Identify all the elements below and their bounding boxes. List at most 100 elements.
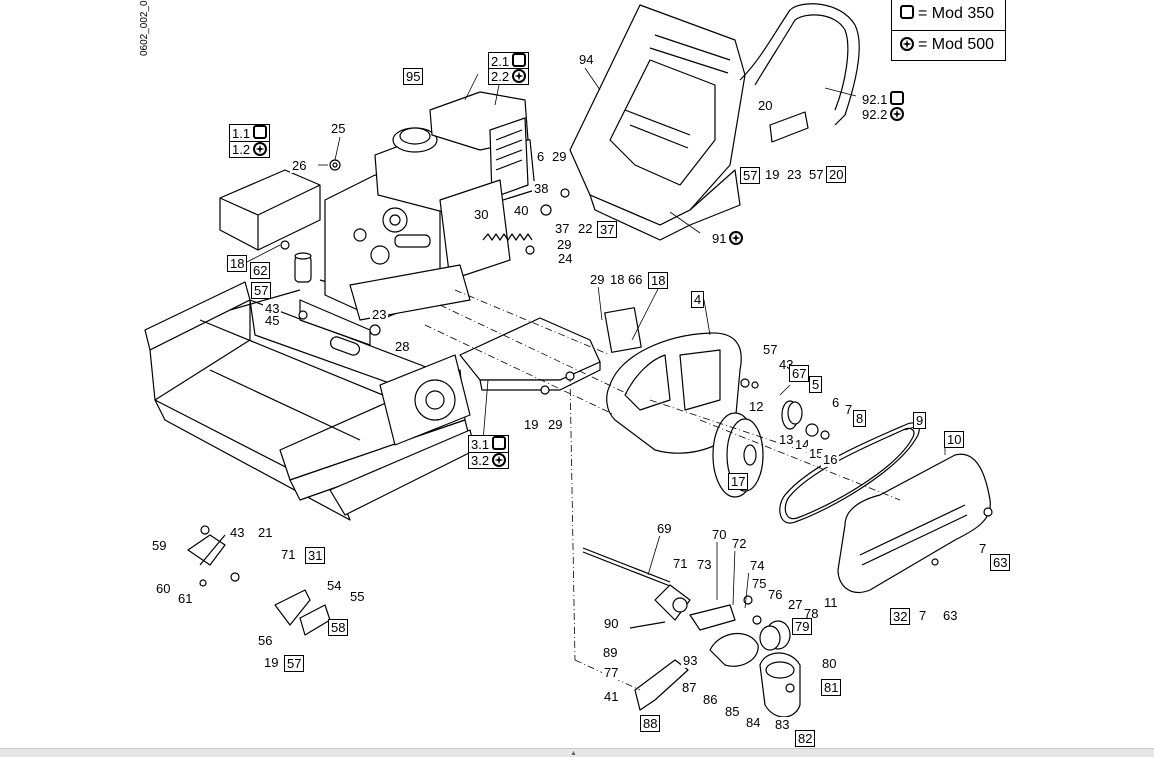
part-number: 30 [474,207,489,222]
status-bar: ▲ [0,748,1154,757]
small-brackets-drawing [187,534,331,636]
part-callout: 45 [263,313,282,328]
star-marker-icon [512,69,527,83]
part-number: 26 [292,158,307,173]
part-callout: 92.2 [860,107,907,122]
part-number: 7 [845,402,853,417]
part-number: 19 [765,167,780,182]
part-number: 85 [725,704,740,719]
star-marker-icon [253,142,268,156]
part-number: 29 [548,417,563,432]
part-number: 23 [372,307,387,322]
part-callout: 7 [917,608,929,623]
part-callout: 1.1 [229,124,271,142]
part-callout: 72 [730,536,749,551]
part-number: 86 [703,692,718,707]
part-number: 13 [779,432,794,447]
part-number: 69 [657,521,672,536]
part-callout: 83 [773,717,792,732]
part-callout: 9 [913,412,927,429]
part-callout: 25 [329,121,348,136]
part-number: 57 [254,283,269,298]
part-number: 66 [628,272,643,287]
part-callout: 21 [256,525,275,540]
part-callout: 7 [843,402,855,417]
part-callout: 61 [176,591,195,606]
part-callout: 86 [701,692,720,707]
part-number: 6 [537,149,545,164]
part-number: 94 [579,52,594,67]
part-number: 20 [758,98,773,113]
part-number: 9 [916,413,924,428]
part-number: 25 [331,121,346,136]
part-number: 7 [919,608,927,623]
part-callout: 3.1 [468,435,510,453]
part-number: 19 [524,417,539,432]
part-number: 8 [856,411,864,426]
part-callout: 76 [766,587,785,602]
part-callout: 18 [227,255,248,272]
part-callout: 32 [890,608,911,625]
part-callout: 43 [228,525,247,540]
part-callout: 55 [348,589,367,604]
part-callout: 73 [695,557,714,572]
part-callout: 70 [710,527,729,542]
part-number: 82 [798,731,813,746]
part-callout: 37 [553,221,572,236]
part-number: 23 [787,167,802,182]
part-number: 72 [732,536,747,551]
square-marker-icon [492,436,507,450]
part-callout: 29 [555,237,574,252]
legend-divider [892,30,1005,31]
part-number: 76 [768,587,783,602]
part-callout: 19 [763,167,782,182]
part-number: 18 [651,273,666,288]
part-callout: 6 [830,395,842,410]
part-callout: 59 [150,538,169,553]
part-number: 11 [824,595,838,610]
part-callout: 67 [789,365,810,382]
part-callout: 2.2 [488,68,530,85]
part-callout: 5 [809,376,823,393]
spring-drawing [482,233,533,241]
part-callout: 77 [602,665,621,680]
part-number: 90 [604,616,619,631]
part-number: 95 [406,69,421,84]
part-number: 60 [156,581,171,596]
part-number: 58 [331,620,346,635]
part-callout: 17 [728,473,749,490]
resize-grip-icon[interactable]: ▲ [570,750,577,757]
legend-row-mod-350: = Mod 350 [900,4,994,24]
part-callout: 2.1 [488,52,530,70]
part-callout: 71 [671,556,690,571]
star-marker-icon [729,231,744,245]
part-number: 5 [812,377,820,392]
part-number: 67 [792,366,807,381]
part-number: 40 [514,203,529,218]
part-callout: 92.1 [860,91,907,107]
part-callout: 7 [977,541,989,556]
part-number: 54 [327,578,342,593]
part-number: 43 [230,525,245,540]
part-callout: 29 [550,149,569,164]
part-callout: 90 [602,616,621,631]
part-callout: 15 [807,446,826,461]
part-callout: 20 [826,166,847,183]
part-number: 87 [682,680,697,695]
part-callout: 91 [710,231,746,246]
part-number: 80 [822,656,837,671]
part-callout: 74 [748,558,767,573]
part-number: 24 [558,251,573,266]
legend-row-mod-500: = Mod 500 [900,35,994,55]
part-callout: 1.2 [229,141,271,158]
part-callout: 43 [263,301,282,316]
part-callout: 20 [756,98,775,113]
part-number: 63 [943,608,958,623]
part-number: 1.2 [232,142,251,157]
part-callout: 60 [154,581,173,596]
part-number: 71 [673,556,688,571]
part-callout: 28 [393,339,412,354]
part-number: 92.1 [862,92,888,107]
part-callout: 11 [822,595,840,610]
